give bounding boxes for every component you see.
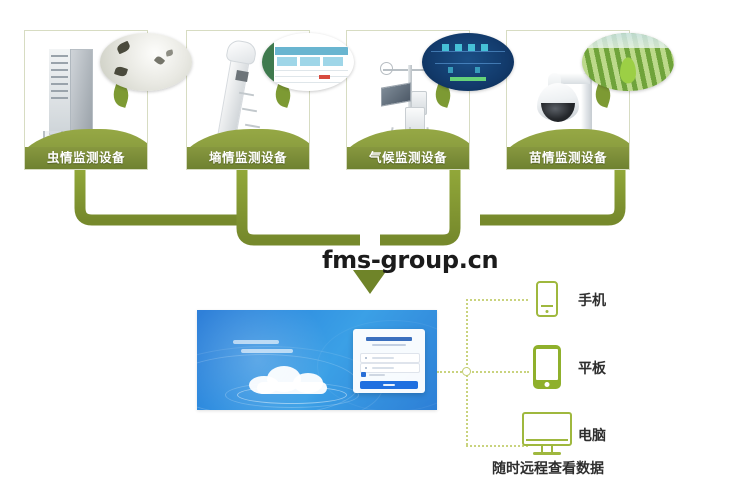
desktop-monitor-icon [522, 412, 572, 456]
login-subtitle [372, 344, 406, 346]
device-label-weather: 气候监测设备 [347, 147, 469, 169]
slogan-text [233, 340, 293, 358]
client-tablet[interactable] [533, 345, 561, 389]
footnote-text: 随时远程查看数据 [492, 461, 604, 477]
login-button[interactable] [360, 381, 418, 389]
client-phone[interactable] [536, 281, 558, 317]
login-title [366, 337, 412, 341]
client-label-phone: 手机 [578, 293, 606, 309]
client-branch-computer [466, 445, 528, 447]
arrow-head [353, 270, 387, 294]
data-flow-connector [74, 170, 626, 294]
client-label-tablet: 平板 [578, 361, 606, 377]
cloud-illustration [249, 366, 331, 394]
branch-node [462, 367, 471, 376]
greenhouse-crop-photo [582, 33, 674, 91]
login-form-card[interactable] [353, 329, 425, 393]
client-branch-phone [466, 299, 528, 301]
username-input[interactable] [360, 353, 420, 363]
watermark-text: fms-group.cn [322, 246, 499, 274]
device-label-insect: 虫情监测设备 [25, 147, 147, 169]
moth-specimen-photo [100, 33, 192, 91]
client-branch-trunk [437, 371, 529, 373]
cloud-login-page[interactable] [197, 310, 437, 410]
password-input[interactable] [360, 363, 420, 373]
remember-label [369, 374, 385, 376]
device-label-soil: 墒情监测设备 [187, 147, 309, 169]
device-label-crop: 苗情监测设备 [507, 147, 629, 169]
client-computer[interactable] [522, 412, 572, 456]
tablet-icon [533, 345, 561, 389]
data-table-screenshot [262, 33, 354, 91]
remember-checkbox[interactable] [361, 372, 366, 377]
client-label-computer: 电脑 [578, 428, 606, 444]
dark-dashboard-screenshot [422, 33, 514, 91]
contour-line [317, 320, 437, 410]
smartphone-icon [536, 281, 558, 317]
